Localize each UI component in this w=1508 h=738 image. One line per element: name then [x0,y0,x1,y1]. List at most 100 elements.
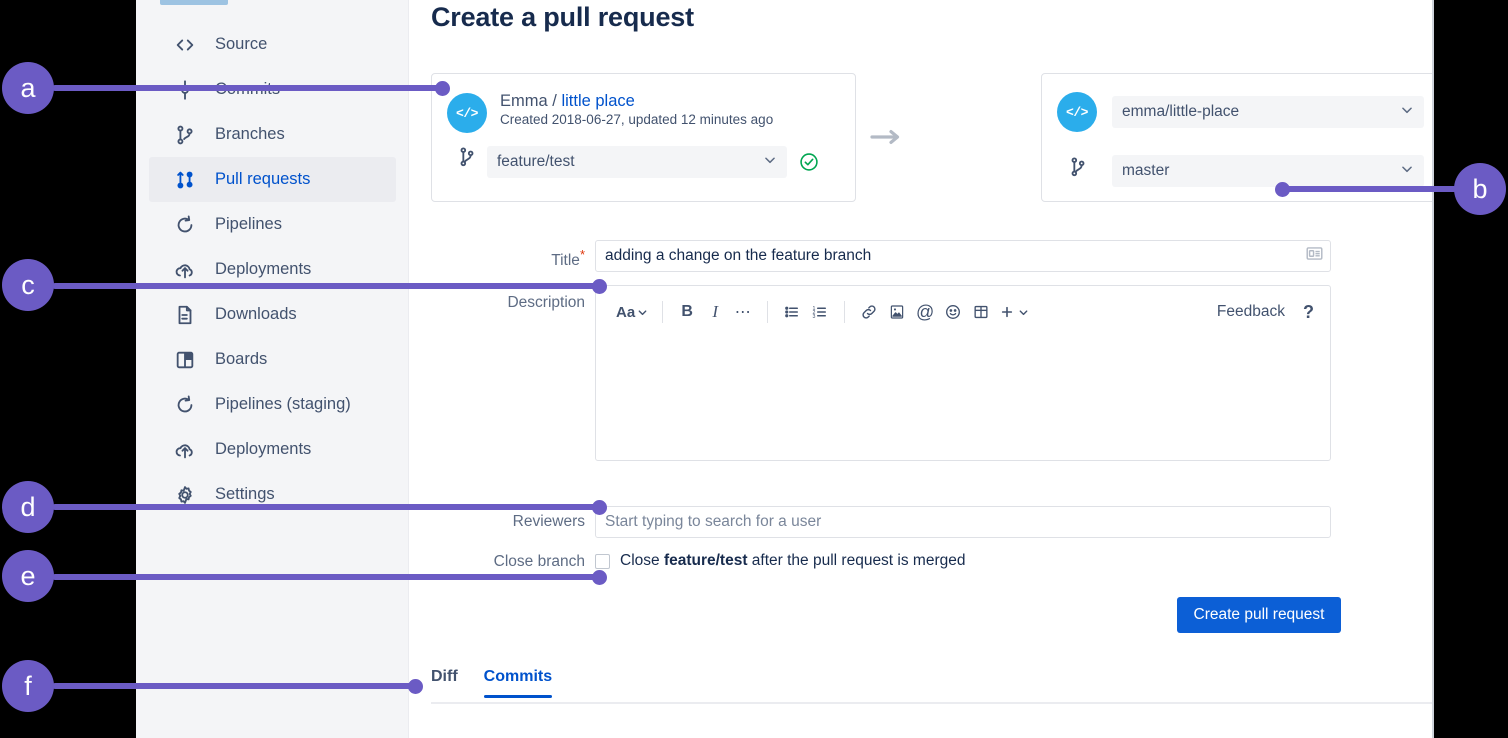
repository-link[interactable]: little place [561,92,635,110]
insert-more-icon[interactable] [995,298,1033,326]
close-text-branch: feature/test [663,552,748,569]
sidebar-item-label: Branches [215,125,285,143]
sidebar-item-pull-requests[interactable]: Pull requests [149,157,396,202]
sidebar-item-deployments-2[interactable]: Deployments [149,427,396,472]
close-branch-text: Close feature/test after the pull reques… [620,552,965,570]
pipelines-icon [173,393,197,417]
description-label: Description [507,294,585,311]
destination-repository-select[interactable]: emma/little-place [1112,96,1424,128]
tab-diff[interactable]: Diff [431,668,458,685]
title-input-value: adding a change on the feature branch [605,247,872,264]
callout-leader-d [52,504,600,510]
contact-card-icon[interactable] [1305,244,1324,268]
bullet-list-icon[interactable] [778,298,806,326]
svg-text:1: 1 [813,306,816,312]
bold-icon[interactable]: B [681,303,693,320]
description-editor[interactable]: Aa B I ⋯ [595,285,1331,461]
source-branch-value: feature/test [497,153,575,170]
sidebar-item-label: Downloads [215,305,297,323]
close-branch-checkbox[interactable] [595,553,610,569]
sidebar-item-label: Pull requests [215,170,311,188]
repository-separator: / [552,92,557,110]
description-textarea[interactable] [596,338,1330,460]
downloads-icon [173,303,197,327]
svg-text:3: 3 [813,314,816,320]
create-pull-request-button[interactable]: Create pull request [1177,597,1341,633]
callout-badge-b: b [1454,163,1506,215]
callout-leader-c [52,283,600,289]
sidebar-item-source[interactable]: Source [149,22,396,67]
close-text-suffix: after the pull request is merged [747,552,966,569]
more-formatting-icon[interactable]: ⋯ [734,304,752,321]
italic-icon[interactable]: I [712,302,719,321]
destination-branch-panel: </> emma/little-place master [1041,73,1432,202]
text-style-icon[interactable]: Aa [612,298,652,326]
svg-text:2: 2 [813,310,816,316]
repository-avatar-icon: </> [1057,92,1097,132]
mention-icon[interactable]: @ [916,301,935,322]
source-branch-valid-icon [799,152,819,172]
reviewers-input[interactable]: Start typing to search for a user [595,506,1331,538]
destination-repository-value: emma/little-place [1122,103,1240,120]
callout-badge-c: c [2,259,54,311]
feedback-button[interactable]: Feedback [1216,303,1285,320]
page-title: Create a pull request [431,2,694,32]
sidebar-item-label: Deployments [215,260,312,278]
help-icon[interactable]: ? [1303,301,1314,322]
sidebar-item-pipelines[interactable]: Pipelines [149,202,396,247]
toolbar-separator [767,301,769,323]
callout-dot-d [592,500,607,515]
sidebar-item-label: Settings [215,485,275,503]
sidebar-item-pipelines-staging[interactable]: Pipelines (staging) [149,382,396,427]
destination-branch-select[interactable]: master [1112,155,1424,187]
callout-leader-f [52,683,414,689]
image-icon[interactable] [883,298,911,326]
close-branch-label: Close branch [493,553,585,570]
emoji-icon[interactable] [939,298,967,326]
sidebar-item-label: Pipelines [215,215,282,233]
toolbar-separator [844,301,846,323]
callout-dot-b [1275,182,1290,197]
close-text-prefix: Close [620,552,664,569]
callout-badge-a: a [2,62,54,114]
chevron-down-icon [1400,162,1414,181]
callout-leader-e [52,574,600,580]
footer-strip [409,706,1432,738]
result-tabs: Diff Commits [431,668,1432,704]
sidebar-item-boards[interactable]: Boards [149,337,396,382]
source-branch-select[interactable]: feature/test [487,146,787,178]
callout-dot-e [592,570,607,585]
branch-icon [1065,154,1091,180]
toolbar-separator [662,301,664,323]
repository-avatar-icon: </> [447,93,487,133]
repository-sidebar: Source Commits Branches [136,0,409,738]
tab-commits[interactable]: Commits [483,668,553,698]
destination-branch-value: master [1122,162,1170,179]
boards-icon [173,348,197,372]
sidebar-item-downloads[interactable]: Downloads [149,292,396,337]
sidebar-nav-list: Source Commits Branches [136,22,409,517]
sidebar-top-strip [160,0,228,5]
chevron-down-icon [1400,103,1414,122]
editor-toolbar: Aa B I ⋯ [596,286,1330,338]
title-label: Title* [551,247,585,270]
sidebar-item-settings[interactable]: Settings [149,472,396,517]
app-window: Source Commits Branches [136,0,1434,738]
repository-heading: Emma / little place [500,91,840,111]
deployments-icon [173,258,197,282]
repository-owner: Emma [500,92,548,110]
pull-request-icon [173,168,197,192]
gear-icon [173,483,197,507]
close-branch-row: Close feature/test after the pull reques… [595,546,965,576]
callout-leader-a [52,85,442,91]
callout-dot-c [592,279,607,294]
sidebar-item-deployments[interactable]: Deployments [149,247,396,292]
sidebar-item-branches[interactable]: Branches [149,112,396,157]
sidebar-item-label: Source [215,35,268,53]
table-icon[interactable] [967,298,995,326]
title-input[interactable]: adding a change on the feature branch [595,240,1331,272]
pipelines-icon [173,213,197,237]
link-icon[interactable] [855,298,883,326]
